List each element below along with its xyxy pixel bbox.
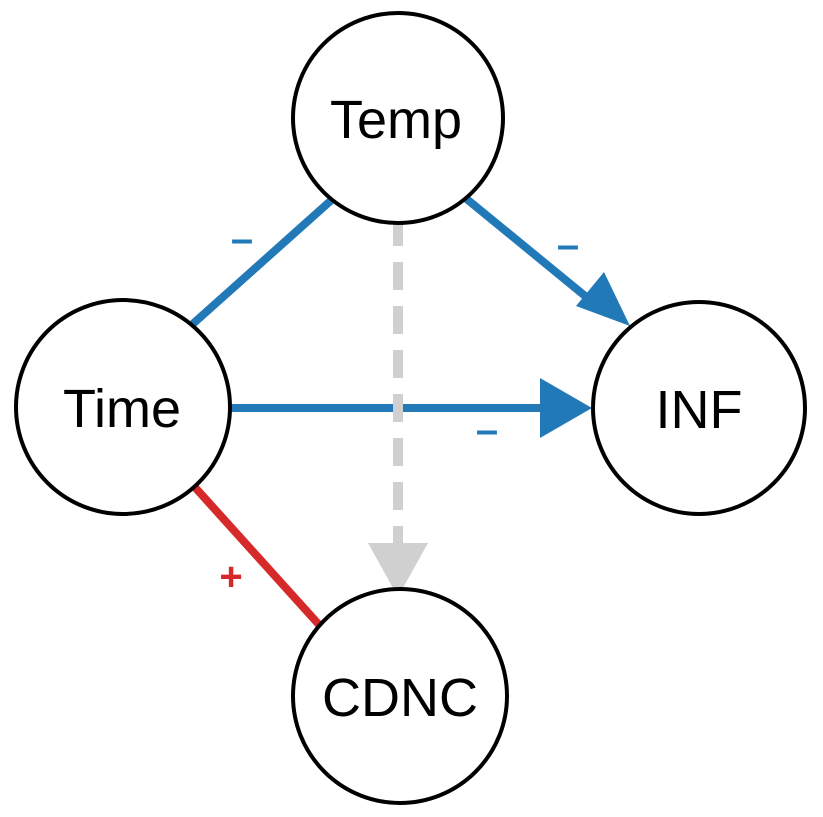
node-inf: INF <box>591 300 807 516</box>
edge-signs: – – – + <box>219 217 579 599</box>
node-inf-label: INF <box>656 380 743 440</box>
sign-temp-inf: – <box>557 223 579 267</box>
node-time-label: Time <box>63 379 181 439</box>
node-temp-label: Temp <box>330 90 462 150</box>
sign-time-inf: – <box>476 408 498 452</box>
edge-time-cdnc <box>189 481 325 631</box>
node-temp: Temp <box>291 11 505 225</box>
node-cdnc-circle <box>291 587 509 805</box>
edges <box>183 192 630 631</box>
node-cdnc: CDNC <box>291 587 509 805</box>
sign-time-cdnc: + <box>219 555 242 599</box>
node-temp-circle <box>291 11 505 225</box>
arrowhead-temp-cdnc <box>368 543 428 597</box>
node-inf-circle <box>591 300 807 516</box>
arrowhead-time-inf <box>540 378 592 438</box>
edge-temp-time <box>183 193 339 333</box>
node-time-circle <box>14 298 232 516</box>
sign-temp-time: – <box>231 217 253 261</box>
edge-temp-inf <box>460 192 593 304</box>
node-cdnc-label: CDNC <box>322 668 478 728</box>
arrowhead-temp-inf <box>576 272 630 326</box>
node-time: Time <box>14 298 232 516</box>
